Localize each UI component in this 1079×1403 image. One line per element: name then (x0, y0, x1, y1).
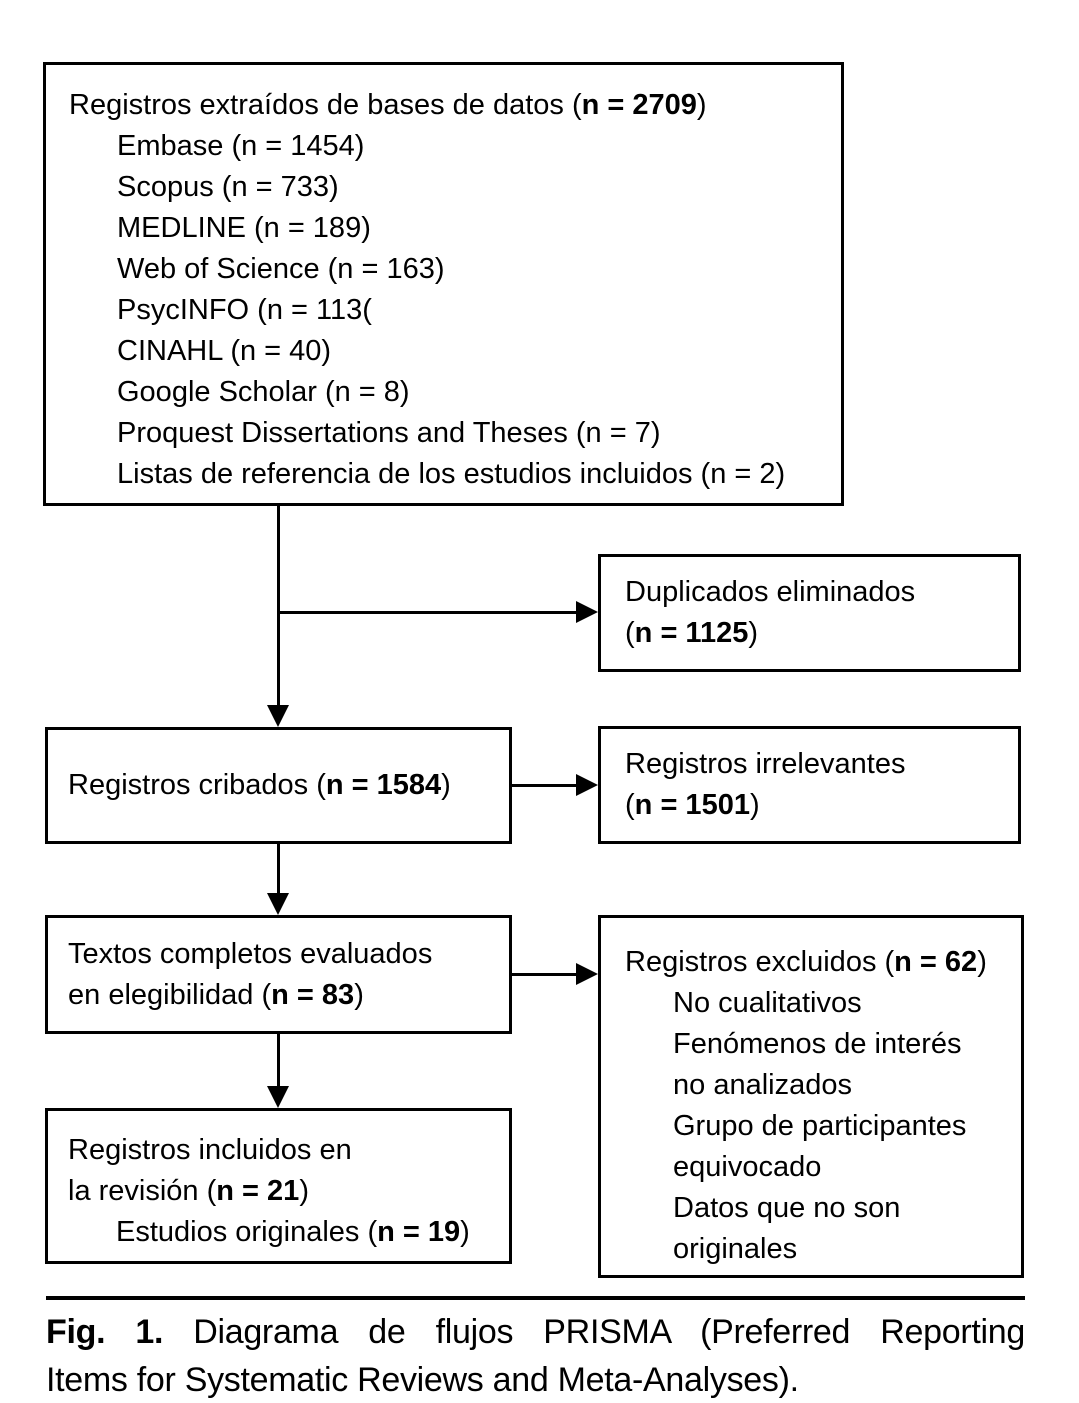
connector-fulltext-to-included (277, 1034, 280, 1088)
source-item: Scopus (n = 733) (117, 171, 339, 203)
caption-line2: Items for Systematic Reviews and Meta-An… (46, 1361, 799, 1399)
connector-fulltext-to-excluded (510, 973, 578, 976)
source-item: Web of Science (n = 163) (117, 253, 445, 285)
connector-screened-to-fulltext (277, 844, 280, 895)
arrowhead-down-icon (267, 705, 289, 727)
identification-title: Registros extraídos de bases de datos (n… (69, 89, 707, 121)
arrowhead-right-icon (576, 774, 598, 796)
source-item: MEDLINE (n = 189) (117, 212, 371, 244)
caption-line1: Fig. 1. Diagrama de flujos PRISMA (Prefe… (46, 1313, 1025, 1351)
duplicates-removed-label: Duplicados eliminados (625, 576, 916, 608)
arrowhead-down-icon (267, 893, 289, 915)
source-item: Listas de referencia de los estudios inc… (117, 458, 786, 490)
records-included-line3: Estudios originales (n = 19) (116, 1216, 470, 1248)
exclusion-reason: Fenómenos de interés no analizados (673, 1028, 962, 1101)
exclusion-reason: No cualitativos (673, 987, 862, 1019)
records-irrelevant-label: Registros irrelevantes (625, 748, 906, 780)
records-included-line1: Registros incluidos en (68, 1134, 352, 1166)
exclusion-reason: Grupo de participantes equivocado (673, 1110, 967, 1183)
source-item: Google Scholar (n = 8) (117, 376, 410, 408)
caption-label: Fig. 1. (46, 1313, 164, 1351)
records-screened-label: Registros cribados (n = 1584) (68, 769, 451, 801)
connector-identification-to-screened (277, 505, 280, 710)
caption-divider (46, 1296, 1025, 1300)
arrowhead-down-icon (267, 1086, 289, 1108)
records-irrelevant-count: (n = 1501) (625, 789, 760, 821)
fulltext-assessed-line1: Textos completos evaluados (68, 937, 433, 970)
fulltext-assessed-box: Textos completos evaluados en elegibilid… (45, 915, 512, 1034)
records-included-box: Registros incluidos en la revisión (n = … (45, 1108, 512, 1264)
identification-box: Registros extraídos de bases de datos (n… (43, 62, 844, 506)
fulltext-assessed-line2: en elegibilidad (n = 83) (68, 978, 364, 1011)
connector-screened-to-irrelevant (510, 784, 578, 787)
arrowhead-right-icon (576, 963, 598, 985)
duplicates-removed-box: Duplicados eliminados (n = 1125) (598, 554, 1021, 672)
source-item: CINAHL (n = 40) (117, 335, 332, 367)
connector-to-duplicates (277, 611, 578, 614)
source-item: Embase (n = 1454) (117, 130, 365, 162)
source-item: PsycINFO (n = 113( (117, 294, 372, 326)
records-excluded-box: Registros excluidos (n = 62) No cualitat… (598, 915, 1024, 1278)
records-irrelevant-box: Registros irrelevantes (n = 1501) (598, 726, 1021, 844)
arrowhead-right-icon (576, 601, 598, 623)
exclusion-reason: Datos que no son originales (673, 1192, 901, 1265)
figure-caption: Fig. 1. Diagrama de flujos PRISMA (Prefe… (46, 1308, 1025, 1403)
source-item: Proquest Dissertations and Theses (n = 7… (117, 417, 661, 449)
records-excluded-title: Registros excluidos (n = 62) (625, 946, 987, 978)
records-screened-box: Registros cribados (n = 1584) (45, 727, 512, 844)
records-included-line2: la revisión (n = 21) (68, 1175, 309, 1207)
duplicates-removed-count: (n = 1125) (625, 617, 759, 649)
